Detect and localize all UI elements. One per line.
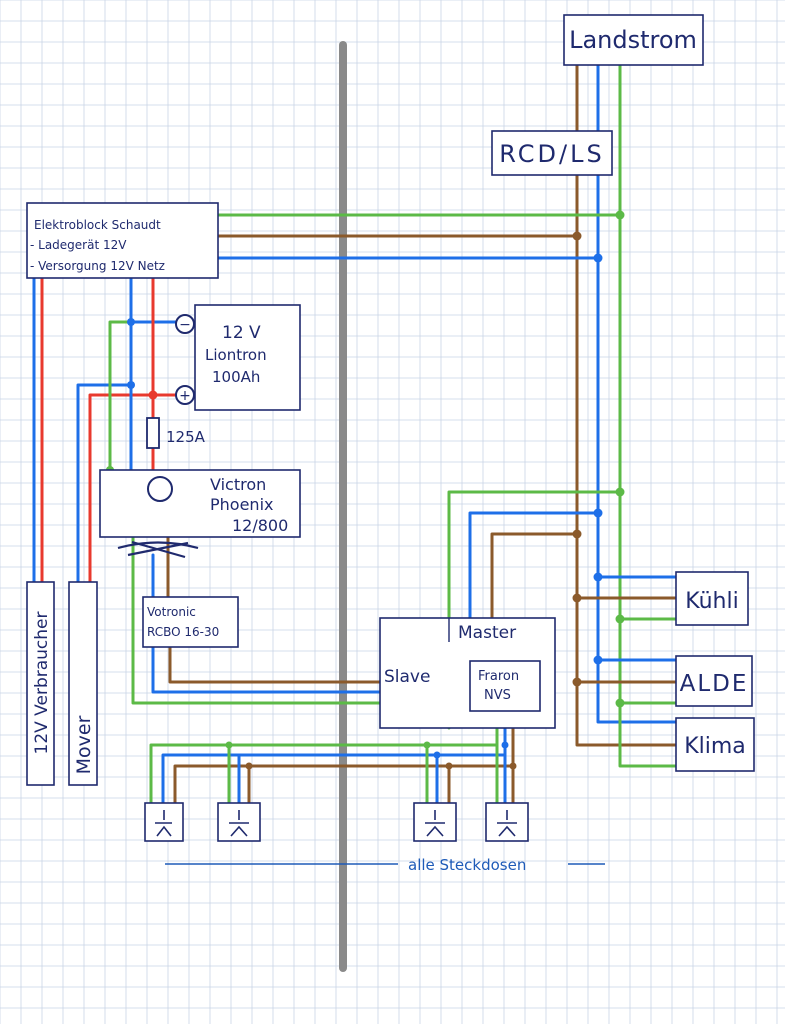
landstrom-box: Landstrom <box>563 14 704 66</box>
junction-dot <box>615 614 625 624</box>
junction-dot <box>615 698 625 708</box>
rcd-label: RCD/LS <box>499 140 604 168</box>
battery-line1: 12 V <box>222 323 261 343</box>
mover-label: Mover <box>73 715 95 774</box>
junction-dot <box>245 762 253 770</box>
nvs-line2: NVS <box>484 688 511 703</box>
breaker-symbol <box>117 540 199 559</box>
kuehli-label: Kühli <box>685 589 738 614</box>
rcbo-line1: Votronic <box>147 605 196 619</box>
junction-dot <box>445 762 453 770</box>
junction-dot <box>593 572 603 582</box>
sockets-caption-label: alle Steckdosen <box>408 856 526 874</box>
verbraucher-label: 12V Verbraucher <box>32 612 52 755</box>
inverter-terminal <box>147 476 173 502</box>
nvs-box <box>469 660 541 712</box>
wire-brown-sockets <box>173 726 515 805</box>
junction-dot <box>148 390 158 400</box>
sockets <box>144 802 529 842</box>
socket-3 <box>413 802 457 842</box>
wire-blue-mains <box>596 63 678 724</box>
master-slave-box: Slave Master Fraron NVS <box>379 617 556 729</box>
junction-dot <box>572 677 582 687</box>
wire-brown-rcbo-slave <box>168 645 382 684</box>
junction-dot <box>127 318 135 326</box>
kuehli-box: Kühli <box>675 571 749 626</box>
wires <box>32 63 678 805</box>
fuse: 125A <box>146 417 206 449</box>
mover-box: Mover <box>68 581 98 786</box>
landstrom-label: Landstrom <box>569 26 697 54</box>
socket-1 <box>144 802 184 842</box>
socket-4 <box>485 802 529 842</box>
wire-green-master <box>447 490 622 620</box>
klima-box: Klima <box>675 717 755 772</box>
junctions <box>106 210 625 770</box>
alde-label: ALDE <box>680 671 749 697</box>
nvs-line1: Fraron <box>478 669 519 684</box>
rcd-box: RCD/LS <box>491 130 613 176</box>
junction-dot <box>572 529 582 539</box>
junction-dot <box>509 762 517 770</box>
inverter-box: Victron Phoenix 12/800 <box>99 469 301 538</box>
wire-brown-mains <box>575 63 678 747</box>
battery-plus-sign: + <box>179 388 191 404</box>
wire-green-mains <box>618 63 678 768</box>
slave-label: Slave <box>384 667 430 687</box>
junction-dot <box>225 741 233 749</box>
junction-dot <box>615 210 625 220</box>
wire-blue-master <box>468 511 600 620</box>
junction-dot <box>572 593 582 603</box>
battery-box: − + 12 V Liontron 100Ah <box>175 304 301 411</box>
inverter-line3: 12/800 <box>232 516 288 535</box>
inverter-line2: Phoenix <box>210 495 273 514</box>
elektroblock-line1: - Ladegerät 12V <box>30 238 127 252</box>
wire-blue-mover <box>76 383 133 584</box>
wire-brown-master <box>490 532 579 620</box>
verbraucher-box: 12V Verbraucher <box>26 581 55 786</box>
battery-minus-sign: − <box>179 317 191 333</box>
junction-dot <box>501 741 509 749</box>
sockets-caption: alle Steckdosen <box>165 856 605 874</box>
rcbo-box: Votronic RCBO 16-30 <box>142 596 239 648</box>
battery-plus-terminal <box>175 385 195 405</box>
elektroblock-box: Elektroblock Schaudt - Ladegerät 12V - V… <box>26 202 219 279</box>
alde-box: ALDE <box>675 655 753 707</box>
junction-dot <box>615 487 625 497</box>
socket-2 <box>217 802 261 842</box>
elektroblock-line2: - Versorgung 12V Netz <box>30 259 165 273</box>
inverter-line1: Victron <box>210 475 266 494</box>
elektroblock-title: Elektroblock Schaudt <box>34 218 161 232</box>
junction-dot <box>127 381 135 389</box>
rcbo-line2: RCBO 16-30 <box>147 625 219 639</box>
master-label: Master <box>458 623 516 643</box>
junction-dot <box>593 253 603 263</box>
battery-line2: Liontron <box>205 346 267 364</box>
junction-dot <box>593 508 603 518</box>
junction-dot <box>433 751 441 759</box>
wire-green-sockets <box>149 726 499 805</box>
junction-dot <box>572 231 582 241</box>
wire-blue-rcbo-slave <box>151 645 382 694</box>
fuse-label: 125A <box>166 428 206 446</box>
junction-dot <box>423 741 431 749</box>
battery-minus-terminal <box>175 314 195 334</box>
battery-line3: 100Ah <box>212 368 260 386</box>
klima-label: Klima <box>684 734 746 759</box>
junction-dot <box>593 655 603 665</box>
